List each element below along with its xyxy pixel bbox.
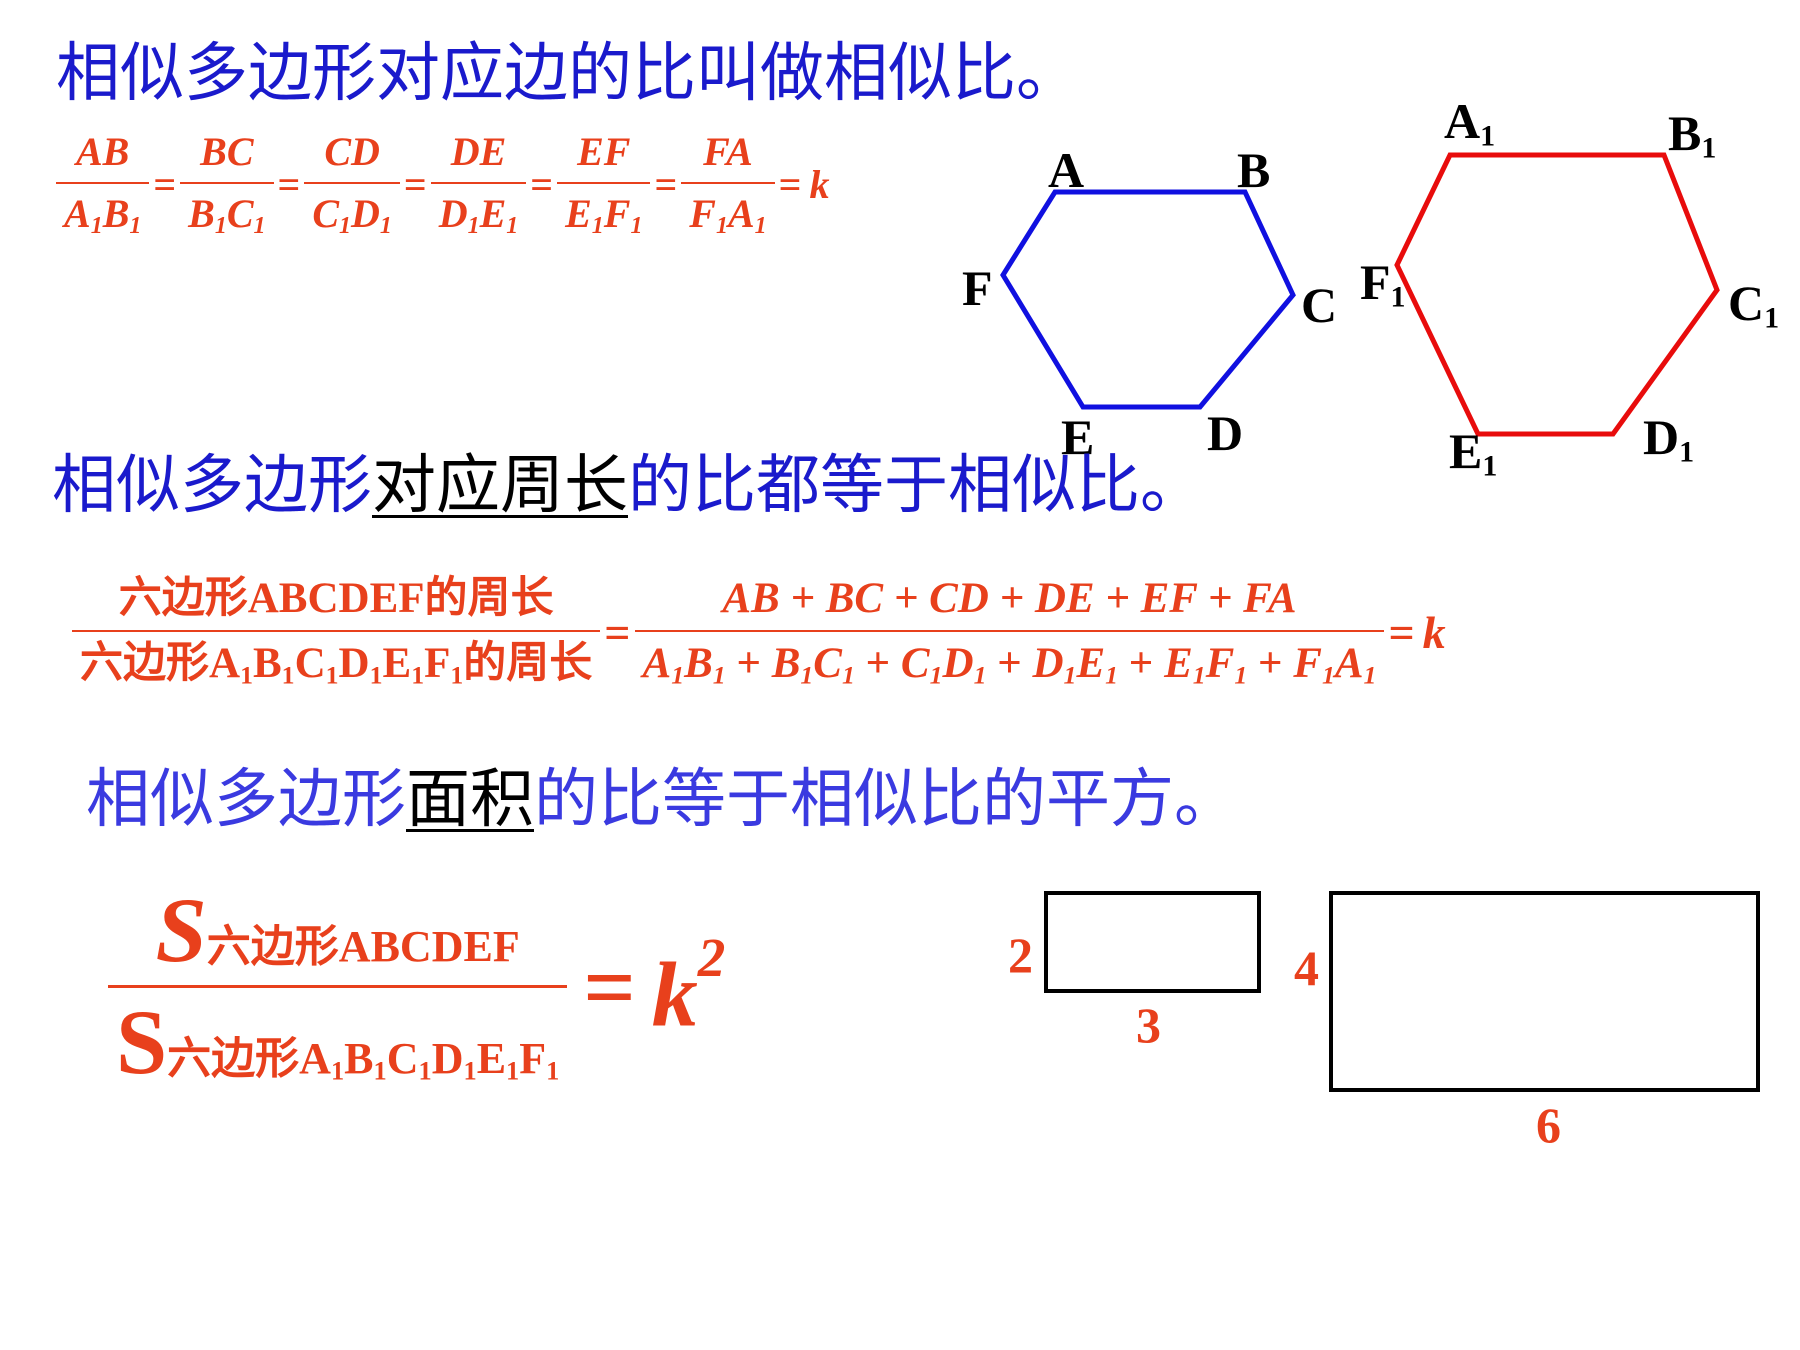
vertex-label-d1: D1	[1643, 409, 1695, 469]
ratio-result-k: k	[809, 162, 830, 208]
vertex-label-f: F	[962, 260, 993, 316]
hexagon-abcdef	[1000, 189, 1296, 410]
underlined-corresponding-perimeter: 对应周长	[372, 449, 628, 523]
equals-sign: =	[604, 607, 631, 659]
rect-small-height: 2	[1008, 927, 1033, 983]
perimeter-name-fraction: 六边形ABCDEF的周长 六边形A1B1C1D1E1F1的周长	[72, 574, 601, 690]
rect-large-height: 4	[1294, 940, 1319, 996]
area-formula: S六边形ABCDEF S六边形A1B1C1D1E1F1 = k2	[108, 879, 726, 1093]
vertex-label-c1: C1	[1728, 275, 1780, 335]
heading-perimeter-ratio: 相似多边形对应周长的比都等于相似比。	[52, 449, 1204, 523]
vertex-label-a1: A1	[1444, 93, 1496, 153]
vertex-label-d: D	[1207, 405, 1244, 461]
vertex-label-e: E	[1061, 409, 1095, 465]
rect-large-width: 6	[1536, 1097, 1561, 1153]
vertex-label-b1: B1	[1668, 105, 1717, 165]
heading-similarity-ratio: 相似多边形对应边的比叫做相似比。	[56, 37, 1080, 111]
vertex-label-c: C	[1301, 277, 1338, 333]
rectangle-small	[1044, 891, 1261, 993]
vertex-label-e1: E1	[1449, 423, 1498, 483]
perimeter-formula: 六边形ABCDEF的周长 六边形A1B1C1D1E1F1的周长 = AB + B…	[72, 574, 1450, 690]
heading-area-ratio: 相似多边形面积的比等于相似比的平方。	[86, 763, 1238, 837]
vertex-label-b: B	[1237, 142, 1271, 198]
underlined-area: 面积	[406, 763, 534, 837]
rect-small-width: 3	[1136, 997, 1161, 1053]
hexagon-a1b1c1d1e1f1	[1394, 152, 1720, 437]
rectangle-large	[1329, 891, 1760, 1092]
perimeter-result-k: k	[1422, 607, 1446, 659]
vertex-label-a: A	[1048, 142, 1085, 198]
vertex-label-f1: F1	[1360, 254, 1406, 314]
perimeter-sum-fraction: AB + BC + CD + DE + EF + FA A1B1 + B1C1 …	[634, 575, 1385, 690]
area-result-k: k2	[651, 926, 726, 1046]
